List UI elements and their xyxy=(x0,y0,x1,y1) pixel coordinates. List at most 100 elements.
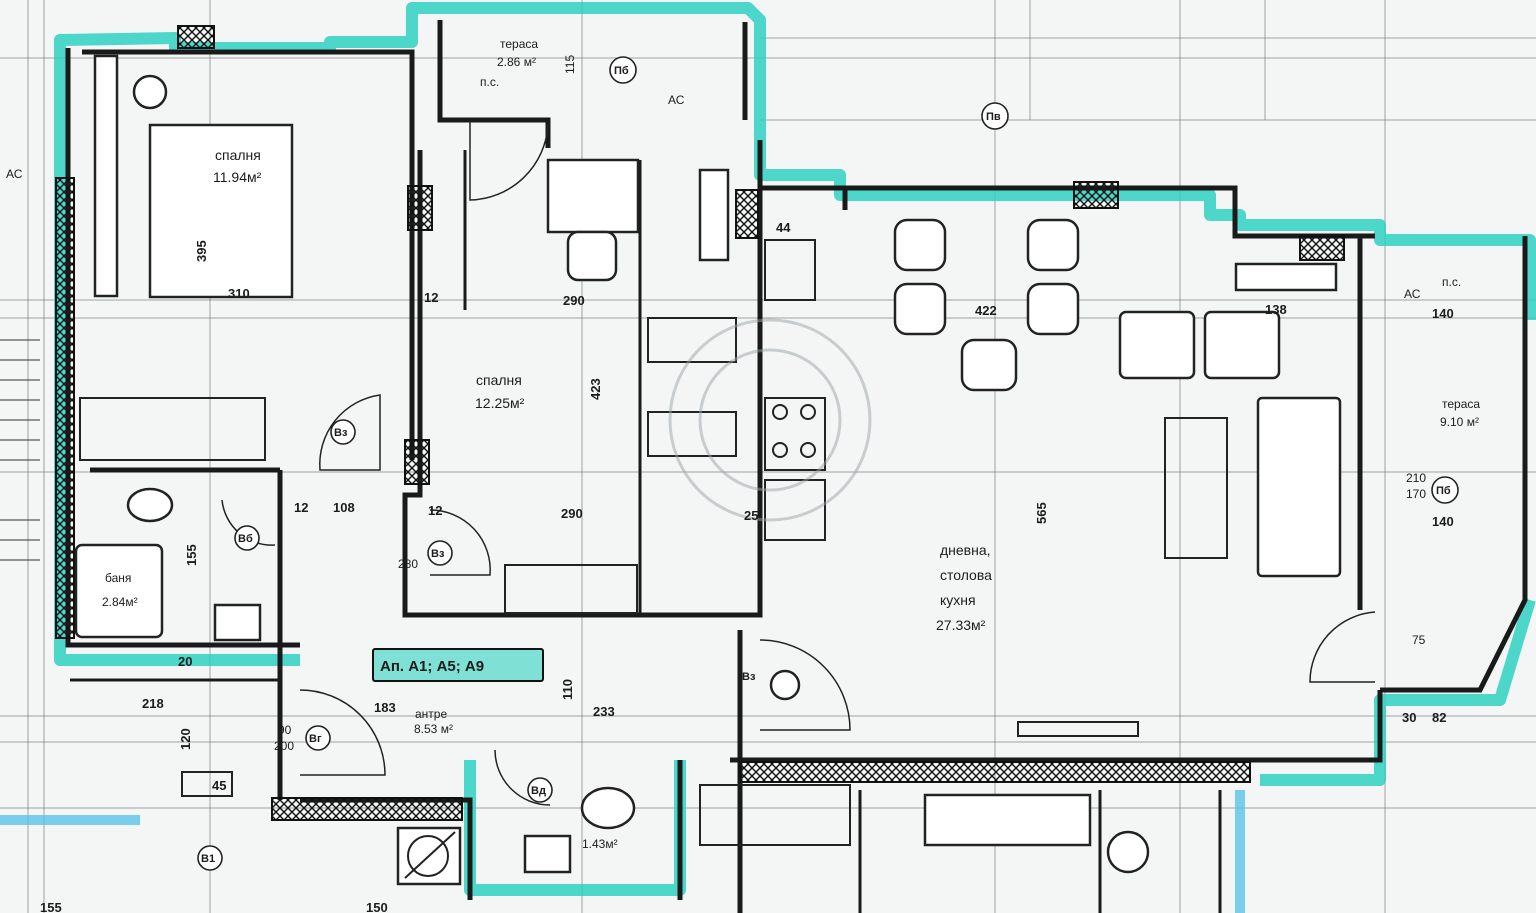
dim: 30 xyxy=(1402,710,1416,725)
dining-chair xyxy=(1026,218,1080,272)
dim: 115 xyxy=(563,55,577,74)
watermark-logo xyxy=(668,318,872,522)
dim: 280 xyxy=(398,557,418,571)
toilet-icon xyxy=(126,487,174,523)
dim: 90 xyxy=(278,723,292,737)
sofa xyxy=(1256,396,1342,578)
dim: 20 xyxy=(178,654,192,669)
note-pc: п.с. xyxy=(1442,275,1461,289)
walls xyxy=(65,20,1528,913)
dim: 290 xyxy=(561,506,583,521)
meter-box xyxy=(181,771,233,797)
room-area-wc: 1.43м² xyxy=(582,837,618,851)
hatched-walls xyxy=(55,25,1345,821)
wardrobe-lower xyxy=(699,784,851,846)
svg-text:В1: В1 xyxy=(201,853,215,865)
dim: 155 xyxy=(40,900,62,913)
tag: Вз xyxy=(427,540,453,566)
dim: 45 xyxy=(212,778,226,793)
armchair xyxy=(1203,310,1281,380)
dim: 183 xyxy=(374,700,396,715)
room-name-bedroom1: спалня xyxy=(215,147,261,163)
dim: 82 xyxy=(1432,710,1446,725)
apartment-label: Ап. А1; А5; А9 xyxy=(372,648,544,682)
svg-text:Пв: Пв xyxy=(986,111,1001,123)
room-name-living-2: столова xyxy=(940,567,992,583)
dim: 170 xyxy=(1406,487,1426,501)
dim: 108 xyxy=(333,500,355,515)
coffee-table xyxy=(1164,417,1228,559)
tag: Пв xyxy=(981,102,1009,130)
tag: Вз xyxy=(742,671,756,683)
notes: п.с. АС п.с. АС АС xyxy=(6,75,1461,301)
room-area-living: 27.33м² xyxy=(936,617,986,633)
room-name-living-3: кухня xyxy=(940,592,976,608)
dim: 150 xyxy=(366,900,388,913)
dim: 200 xyxy=(274,739,294,753)
room-labels: спалня 11.94м² спалня 12.25м² тераса 2.8… xyxy=(102,37,1480,851)
dim: 120 xyxy=(178,728,193,750)
room-name-terrace-right: тераса xyxy=(1442,397,1480,411)
dimension-numbers: 310 395 12 12 12 290 290 423 280 108 155… xyxy=(40,55,1454,913)
note-pc: п.с. xyxy=(480,75,499,89)
tag: В1 xyxy=(197,845,223,871)
dim: 12 xyxy=(424,290,438,305)
bed-lower xyxy=(923,793,1092,847)
dim: 218 xyxy=(142,696,164,711)
dining-chair xyxy=(893,282,947,336)
dim: 140 xyxy=(1432,306,1454,321)
apartment-label-text: Ап. А1; А5; А9 xyxy=(380,658,484,675)
room-name-terrace-top: тераса xyxy=(500,37,538,51)
dim: 290 xyxy=(563,293,585,308)
room-area-terrace-right: 9.10 м² xyxy=(1440,415,1479,429)
room-area-entry: 8.53 м² xyxy=(414,722,453,736)
room-name-living-1: дневна, xyxy=(940,542,991,558)
note-ac: АС xyxy=(1404,287,1421,301)
left-exterior xyxy=(0,339,40,561)
dim: 12 xyxy=(294,500,308,515)
dim: 423 xyxy=(588,378,603,400)
sink xyxy=(764,479,826,541)
dim: 110 xyxy=(560,679,575,700)
dim: 565 xyxy=(1034,502,1049,524)
meter-icon xyxy=(769,669,801,701)
dim: 140 xyxy=(1432,514,1454,529)
room-area-bath: 2.84м² xyxy=(102,595,138,609)
wardrobe-bedroom1 xyxy=(93,54,119,298)
tag: Вд xyxy=(527,777,553,803)
dining-chair xyxy=(1026,282,1080,336)
shelf-bedroom2 xyxy=(698,168,730,262)
tag: Вг xyxy=(305,725,331,751)
dining-chair xyxy=(893,218,947,272)
room-area-bedroom1: 11.94м² xyxy=(213,169,262,185)
lamp-icon xyxy=(1106,830,1150,874)
furniture xyxy=(74,54,1342,886)
cabinet-1 xyxy=(647,317,737,363)
dim: 155 xyxy=(184,544,199,566)
element-tags: Пб Пв Вз Вз Вб Вг Вд Пб В1 Вз xyxy=(197,56,1459,871)
tag: Вб xyxy=(234,525,260,551)
dim: 233 xyxy=(593,704,615,719)
dim: 75 xyxy=(1412,633,1426,647)
svg-text:Пб: Пб xyxy=(1436,485,1451,497)
toilet-icon xyxy=(580,786,636,830)
svg-text:Вг: Вг xyxy=(309,733,322,745)
svg-text:Вз: Вз xyxy=(431,548,445,560)
dim: 12 xyxy=(428,503,442,518)
svg-text:Вз: Вз xyxy=(742,671,756,683)
tag: Пб xyxy=(1431,476,1459,504)
room-name-bedroom2: спалня xyxy=(476,372,522,388)
dim: 25 xyxy=(744,508,758,523)
bathtub xyxy=(74,543,164,639)
tag: Пб xyxy=(609,56,637,84)
chair-bedroom2 xyxy=(566,230,618,282)
tv-unit xyxy=(1234,262,1338,292)
radiator xyxy=(1017,721,1139,737)
cabinet-2 xyxy=(647,411,737,457)
armchair xyxy=(1118,310,1196,380)
svg-text:Пб: Пб xyxy=(614,65,629,77)
note-ac: АС xyxy=(6,167,23,181)
dim: 210 xyxy=(1406,471,1426,485)
wardrobe-bedroom1-b xyxy=(79,397,266,461)
